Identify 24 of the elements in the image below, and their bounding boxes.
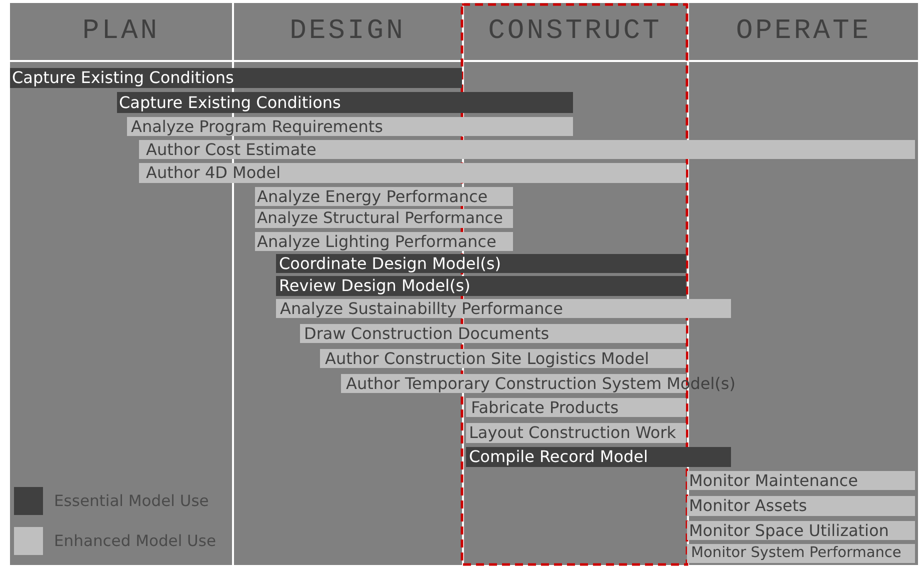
- phase-header: OPERATE: [736, 16, 872, 47]
- task-bar: Monitor Space Utilization: [687, 521, 915, 540]
- task-bar: Compile Record Model: [466, 447, 731, 467]
- task-bar: Monitor Assets: [687, 496, 915, 516]
- task-bar: Analyze Program Requirements: [127, 117, 573, 136]
- task-bar: Monitor System Performance: [687, 544, 915, 563]
- task-bar: Capture Existing Conditions: [10, 68, 462, 88]
- task-bar: Author Construction Site Logistics Model: [320, 349, 686, 368]
- phase-header: CONSTRUCT: [488, 16, 662, 47]
- phase-header: PLAN: [82, 16, 160, 47]
- task-bar: Analyze Sustainabillty Performance: [276, 299, 731, 318]
- task-bar: Capture Existing Conditions: [117, 92, 573, 113]
- task-bar: Author 4D Model: [139, 163, 686, 183]
- task-bar: Analyze Energy Performance: [255, 187, 513, 206]
- task-bar: Layout Construction Work: [466, 423, 686, 443]
- task-bar: Review Design Model(s): [276, 276, 686, 296]
- task-bar: Coordinate Design Model(s): [276, 254, 686, 273]
- task-bar: Analyze Lighting Performance: [255, 232, 513, 251]
- task-bar: Monitor Maintenance: [687, 471, 915, 490]
- task-bar: Fabricate Products: [466, 398, 686, 417]
- phase-header: DESIGN: [290, 16, 406, 47]
- task-bar: Analyze Structural Performance: [255, 209, 513, 228]
- task-bar: Draw Construction Documents: [300, 324, 686, 343]
- task-bar: Author Cost Estimate: [139, 140, 915, 159]
